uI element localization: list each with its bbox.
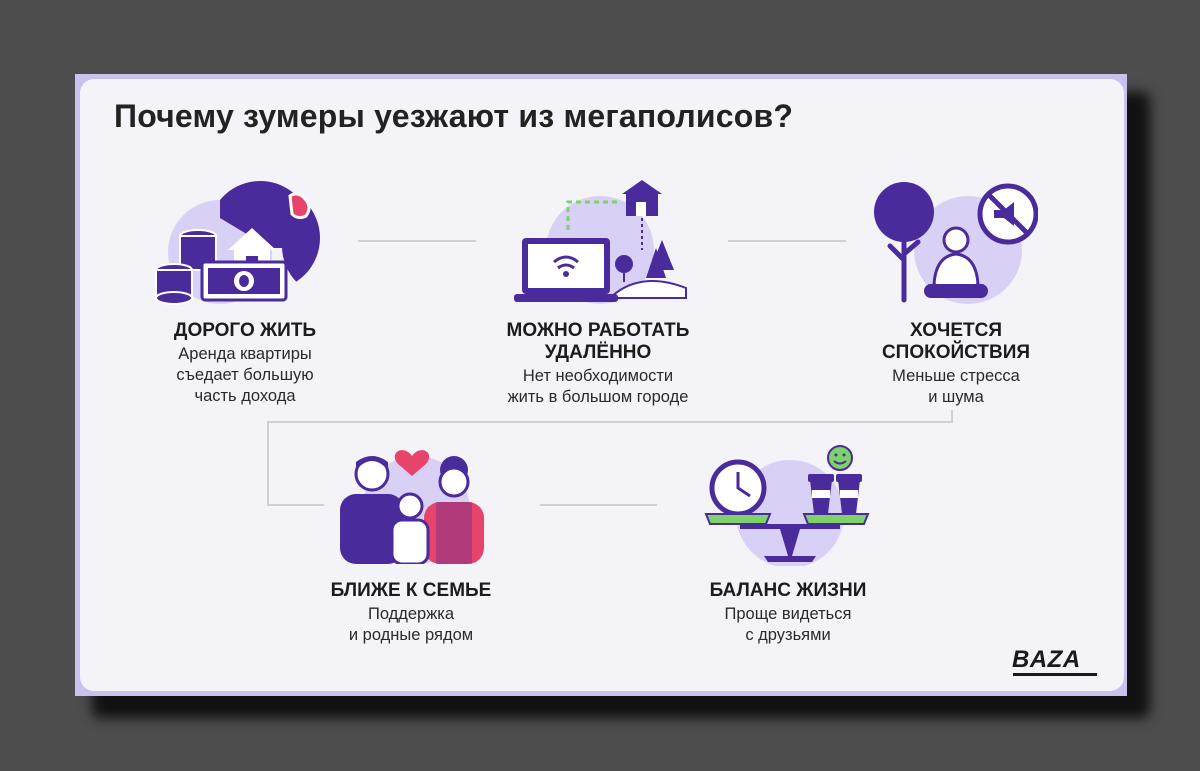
logo-underline [1013,673,1097,676]
item-description: Проще видеться с друзьями [724,605,852,644]
item-heading: БЛИЖЕ К СЕМЬЕ [330,580,492,601]
item-heading: МОЖНО РАБОТАТЬ УДАЛЁННО [506,320,690,363]
balance-scale-icon [704,445,870,566]
item-life-balance: БАЛАНС ЖИЗНИ Проще видеться с друзьями [683,580,893,646]
item-description: Нет необходимости жить в большом городе [507,367,689,406]
meditation-icon [874,182,1038,304]
item-expensive-living: ДОРОГО ЖИТЬ Аренда квартиры съедает боль… [140,320,350,407]
family-icon [340,450,484,564]
money-house-icon [155,180,330,305]
infographic-card [80,79,1124,691]
item-heading: ДОРОГО ЖИТЬ [173,320,317,341]
item-calm: ХОЧЕТСЯ СПОКОЙСТВИЯ Меньше стресса и шум… [856,320,1056,408]
baza-logo: BAZA [1012,646,1081,673]
item-heading: ХОЧЕТСЯ СПОКОЙСТВИЯ [881,320,1031,363]
laptop-remote-icon [514,180,687,304]
item-family: БЛИЖЕ К СЕМЬЕ Поддержка и родные рядом [306,580,516,646]
item-description: Меньше стресса и шума [892,367,1020,406]
item-heading: БАЛАНС ЖИЗНИ [709,580,867,601]
item-description: Поддержка и родные рядом [348,605,474,644]
item-description: Аренда квартиры съедает большую часть до… [176,345,314,405]
page-title: Почему зумеры уезжают из мегаполисов? [114,98,794,134]
item-remote-work: МОЖНО РАБОТАТЬ УДАЛЁННО Нет необходимост… [478,320,718,408]
